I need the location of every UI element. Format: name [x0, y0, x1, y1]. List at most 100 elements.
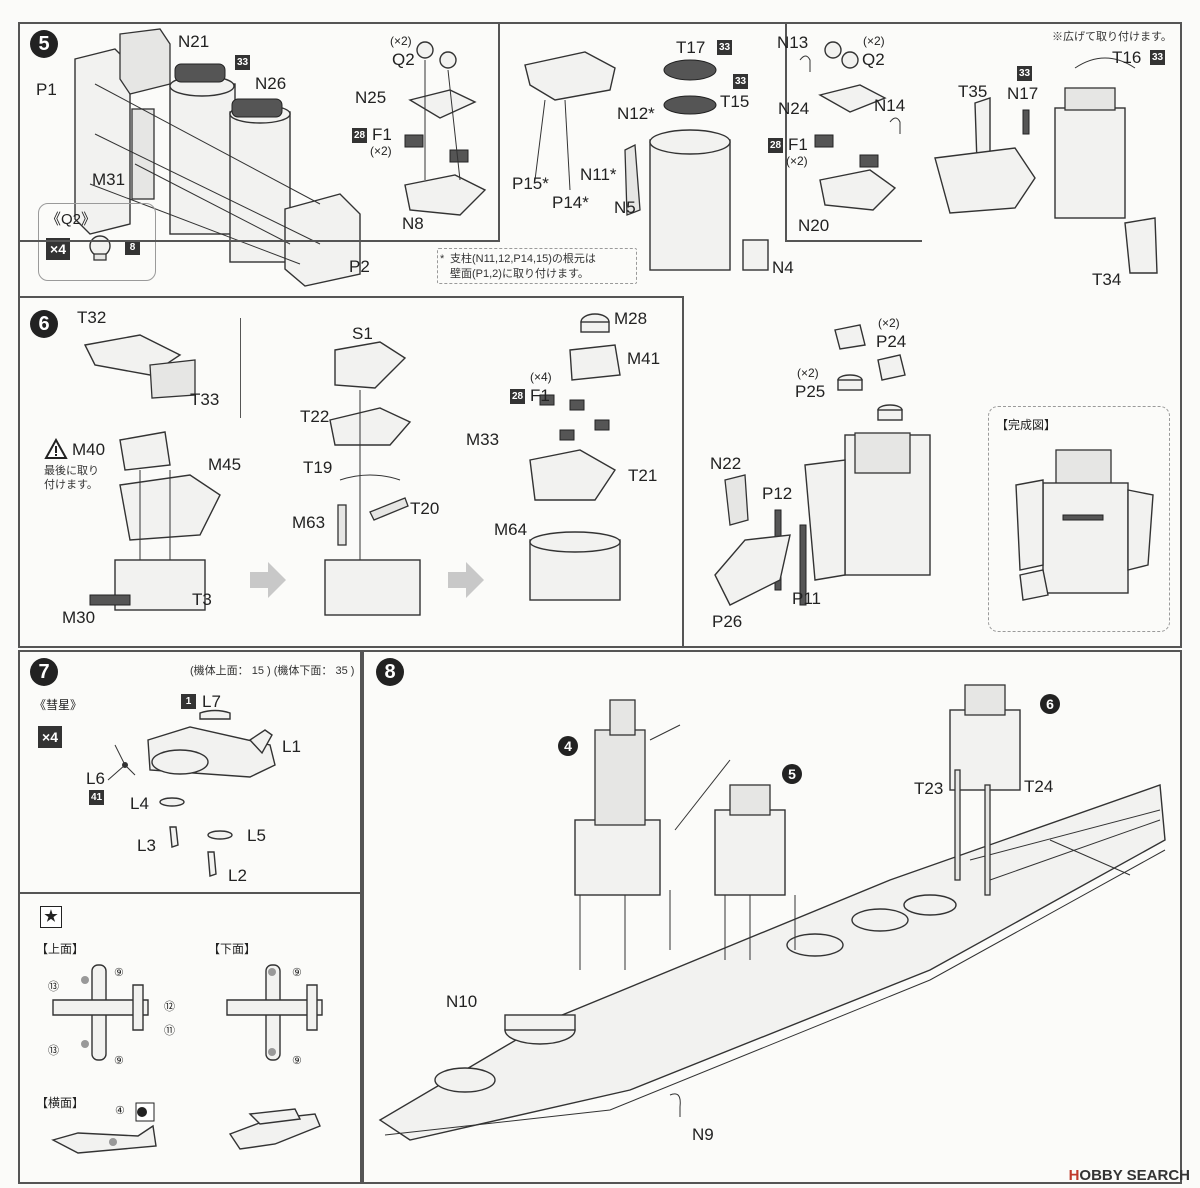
completed-view-box	[988, 406, 1170, 632]
color-code-l7: 1	[181, 694, 196, 709]
label-n22: N22	[710, 454, 742, 473]
aircraft-name: 《彗星》	[34, 698, 83, 712]
label-t20: T20	[410, 499, 440, 518]
label-s1: S1	[352, 324, 373, 343]
label-n26: N26	[255, 74, 287, 93]
step6-number-badge: 6	[30, 310, 58, 338]
aircraft-multiplier: ×4	[38, 726, 62, 748]
step7-panel	[18, 650, 362, 1184]
decal-side-color-icon	[135, 1102, 155, 1122]
ref-step5-badge: 5	[782, 764, 802, 784]
label-t34: T34	[1092, 270, 1122, 289]
label-t32: T32	[77, 308, 107, 327]
decal-bottom-marker-1: ⑨	[292, 967, 302, 979]
ship-hull-illustration	[378, 684, 1166, 1141]
decal-side-marker: ④	[115, 1105, 125, 1117]
q2-color-code: 8	[125, 240, 140, 255]
decal-top-view-aircraft	[52, 964, 149, 1061]
label-l5: L5	[247, 826, 266, 845]
label-n12: N12*	[617, 104, 655, 123]
decal-top-marker-6: ⑨	[114, 1055, 124, 1067]
label-l4: L4	[130, 794, 149, 813]
step5-panel	[18, 22, 1182, 296]
label-t3: T3	[192, 590, 212, 609]
label-n4: N4	[772, 258, 794, 277]
decal-top-marker-1: ⑬	[48, 981, 59, 993]
color-code-f1: 28	[352, 128, 367, 143]
label-n17: N17	[1007, 84, 1039, 103]
step6-left-illustration	[83, 334, 221, 611]
color-code-f1-step6: 28	[510, 389, 525, 404]
strut-note-line2: 壁面(P1,2)に取り付けます。	[450, 268, 589, 280]
step5-bridge-illustration	[934, 57, 1158, 274]
completed-view-title: 【完成図】	[996, 418, 1057, 432]
label-l1: L1	[282, 737, 301, 756]
strut-note-line1: 支柱(N11,12,P14,15)の根元は	[450, 253, 596, 265]
label-p24: P24	[876, 332, 907, 351]
ref-step4-badge: 4	[558, 736, 578, 756]
decal-top-marker-5: ⑬	[48, 1045, 59, 1057]
q2-multiplier: ×4	[46, 238, 70, 260]
decal-side-view-title: 【横面】	[36, 1096, 85, 1110]
color-code-t16: 33	[1150, 50, 1165, 65]
label-n8: N8	[402, 214, 424, 233]
decal-top-view-title: 【上面】	[36, 942, 85, 956]
label-t33: T33	[190, 390, 220, 409]
hobby-search-watermark: HOBBY SEARCH	[1068, 1167, 1190, 1184]
label-t17: T17	[676, 38, 706, 57]
label-n24: N24	[778, 99, 810, 118]
label-l6: L6	[86, 769, 105, 788]
step6-right-frame	[684, 296, 1182, 648]
label-p12: P12	[762, 484, 793, 503]
step5-main-tower-illustration	[524, 51, 769, 271]
step6-middle-illustration	[324, 341, 421, 616]
label-l7: L7	[202, 692, 221, 711]
label-m64: M64	[494, 520, 528, 539]
label-t23: T23	[914, 779, 944, 798]
warning-icon	[44, 438, 68, 459]
label-n9: N9	[692, 1125, 714, 1144]
label-q2-right: Q2	[862, 50, 885, 69]
q2-callout-title: 《Q2》	[46, 211, 97, 228]
step8-number-badge: 8	[376, 658, 404, 686]
label-p25: P25	[795, 382, 826, 401]
label-q2-top: Q2	[392, 50, 415, 69]
label-m45: M45	[208, 455, 242, 474]
label-m41: M41	[627, 349, 661, 368]
step7-color-header: (機体上面： 15 ) (機体下面： 35 )	[190, 665, 355, 677]
label-f1-right-mult: (×2)	[786, 154, 808, 168]
label-n25: N25	[355, 88, 387, 107]
label-t15: T15	[720, 92, 750, 111]
label-m30: M30	[62, 608, 96, 627]
aircraft-exploded-illustration	[107, 709, 276, 877]
step6-bridge-illustration	[714, 324, 931, 606]
label-p2: P2	[349, 257, 370, 276]
label-n13: N13	[777, 33, 809, 52]
label-l3: L3	[137, 836, 156, 855]
spread-note: ※広げて取り付けます。	[1052, 31, 1172, 43]
warning-line1: 最後に取り	[44, 465, 99, 477]
step8-panel	[362, 650, 1182, 1184]
decal-side-view-aircraft	[51, 1124, 157, 1154]
label-t22: T22	[300, 407, 330, 426]
decal-top-marker-3: ⑫	[164, 1001, 175, 1013]
label-p14: P14*	[552, 193, 589, 212]
label-t35: T35	[958, 82, 988, 101]
label-p26: P26	[712, 612, 743, 631]
step7-number-badge: 7	[30, 658, 58, 686]
label-p1: P1	[36, 80, 57, 99]
completed-bridge-illustration	[1015, 449, 1154, 601]
q2-callout-box	[38, 203, 156, 281]
step5-right-border	[785, 22, 922, 242]
label-m28: M28	[614, 309, 648, 328]
decal-bottom-view-title: 【下面】	[208, 942, 257, 956]
label-f1-mult: (×2)	[370, 144, 392, 158]
label-t24: T24	[1024, 777, 1054, 796]
decal-bottom-view-aircraft	[226, 964, 323, 1061]
label-l2: L2	[228, 866, 247, 885]
ref-step6-badge: 6	[1040, 694, 1060, 714]
label-t16: T16	[1112, 48, 1142, 67]
decal-top-marker-2: ⑨	[114, 967, 124, 979]
label-n5: N5	[614, 198, 636, 217]
step6-flow-arrow-1	[250, 562, 286, 598]
